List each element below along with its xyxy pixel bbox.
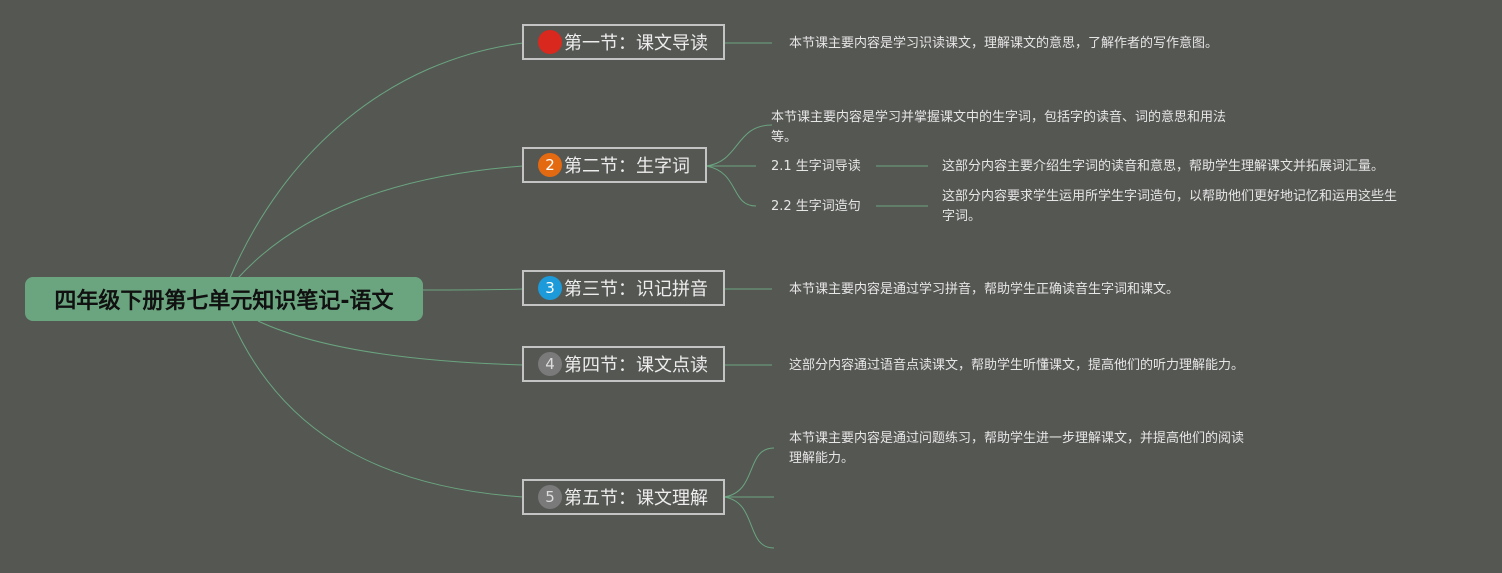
connector-root-s4 <box>257 320 524 366</box>
connector-root-s5 <box>231 320 524 498</box>
connector-root-s2 <box>237 165 524 279</box>
subsection-2-2-desc: 这部分内容要求学生运用所学生字词造句，以帮助他们更好地记忆和运用这些生 字词。 <box>942 187 1397 227</box>
root-topic[interactable]: 四年级下册第七单元知识笔记-语文 <box>25 277 423 321</box>
section-4-note: 这部分内容通过语音点读课文，帮助学生听懂课文，提高他们的听力理解能力。 <box>789 358 1245 373</box>
section-5-note-line-1: 本节课主要内容是通过问题练习，帮助学生进一步理解课文，并提高他们的阅读 <box>789 431 1245 446</box>
section-5-note-line-2: 理解能力。 <box>789 451 855 466</box>
priority-2-icon: 2 <box>538 153 562 177</box>
connector-root-s1 <box>229 42 524 279</box>
connector-root-s3 <box>422 288 524 291</box>
subsection-2-2-label[interactable]: 2.2 生字词造句 <box>771 199 861 214</box>
priority-1-icon: 1 <box>538 30 562 54</box>
priority-3-icon: 3 <box>538 276 562 300</box>
section-4-node[interactable]: 4 第四节：课文点读 <box>522 346 725 382</box>
section-1-node[interactable]: 1 第一节：课文导读 <box>522 24 725 60</box>
subsection-2-2-desc-line-1: 这部分内容要求学生运用所学生字词造句，以帮助他们更好地记忆和运用这些生 <box>942 189 1398 204</box>
section-3-node[interactable]: 3 第三节：识记拼音 <box>522 270 725 306</box>
section-5-note: 本节课主要内容是通过问题练习，帮助学生进一步理解课文，并提高他们的阅读 理解能力… <box>789 429 1244 469</box>
connector-s5-note <box>723 447 775 498</box>
connector-s5-branch-3 <box>723 496 775 549</box>
section-5-node[interactable]: 5 第五节：课文理解 <box>522 479 725 515</box>
subsection-2-2-desc-line-2: 字词。 <box>942 209 982 224</box>
subsection-2-1-label[interactable]: 2.1 生字词导读 <box>771 159 861 174</box>
section-3-title: 第三节：识记拼音 <box>564 279 708 300</box>
priority-5-icon: 5 <box>538 485 562 509</box>
section-2-note-line-1: 本节课主要内容是学习并掌握课文中的生字词，包括字的读音、词的意思和用法 <box>771 110 1227 125</box>
section-2-title: 第二节：生字词 <box>564 156 690 177</box>
priority-4-icon: 4 <box>538 352 562 376</box>
subsection-2-1-desc: 这部分内容主要介绍生字词的读音和意思，帮助学生理解课文并拓展词汇量。 <box>942 159 1385 174</box>
section-5-title: 第五节：课文理解 <box>564 488 708 509</box>
section-2-node[interactable]: 2 第二节：生字词 <box>522 147 707 183</box>
section-3-note: 本节课主要内容是通过学习拼音，帮助学生正确读音生字词和课文。 <box>789 282 1180 297</box>
section-1-title: 第一节：课文导读 <box>564 33 708 54</box>
section-2-note: 本节课主要内容是学习并掌握课文中的生字词，包括字的读音、词的意思和用法 等。 <box>771 108 1226 148</box>
section-2-note-line-2: 等。 <box>771 130 798 145</box>
connector-s2-note <box>705 124 773 167</box>
root-topic-label: 四年级下册第七单元知识笔记-语文 <box>54 289 394 314</box>
section-1-note: 本节课主要内容是学习识读课文，理解课文的意思，了解作者的写作意图。 <box>789 36 1219 51</box>
section-4-title: 第四节：课文点读 <box>564 355 708 376</box>
connector-s2-sub2 <box>705 165 757 207</box>
